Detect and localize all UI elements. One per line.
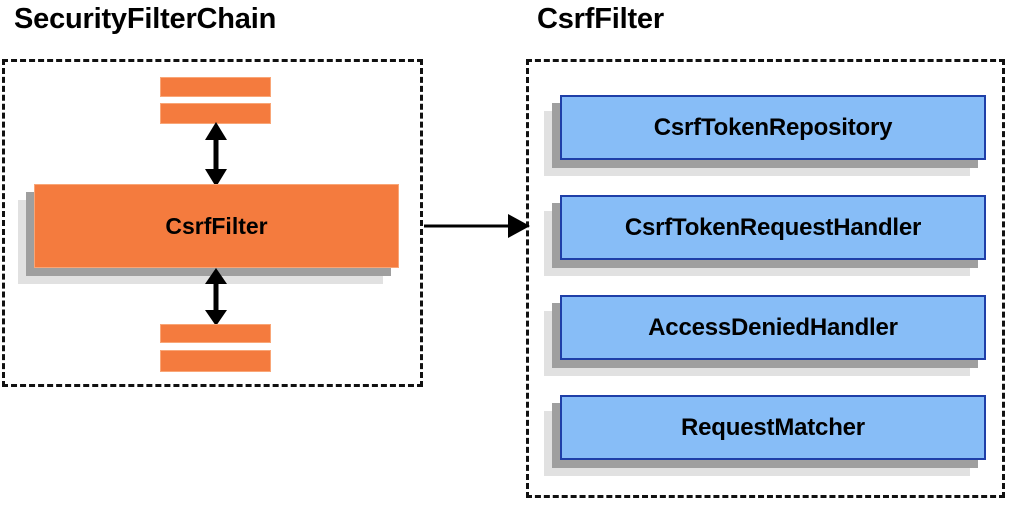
group-box-csrf-filter <box>526 59 1005 498</box>
block-label: CsrfFilter <box>165 212 268 239</box>
arrow-chain-to-csrf-filter <box>424 212 530 240</box>
block-label: CsrfTokenRequestHandler <box>624 213 922 241</box>
block-access-denied-handler[interactable]: AccessDeniedHandler <box>560 295 986 360</box>
block-label: CsrfTokenRepository <box>653 113 893 141</box>
filter-placeholder-bar <box>160 324 271 343</box>
double-arrow-above-csrf-filter <box>196 122 236 187</box>
group-box-security-filter-chain <box>2 59 423 387</box>
panel-title-csrf-filter: CsrfFilter <box>537 3 664 35</box>
filter-placeholder-bar <box>160 77 271 97</box>
filter-placeholder-bar <box>160 103 271 124</box>
panel-title-security-filter-chain: SecurityFilterChain <box>14 3 277 35</box>
block-csrf-token-request-handler[interactable]: CsrfTokenRequestHandler <box>560 195 986 260</box>
block-csrf-filter[interactable]: CsrfFilter <box>34 184 399 268</box>
block-label: RequestMatcher <box>681 413 865 441</box>
block-csrf-token-repository[interactable]: CsrfTokenRepository <box>560 95 986 160</box>
block-label: AccessDeniedHandler <box>648 313 898 341</box>
block-request-matcher[interactable]: RequestMatcher <box>560 395 986 460</box>
double-arrow-below-csrf-filter <box>196 268 236 326</box>
filter-placeholder-bar <box>160 350 271 372</box>
